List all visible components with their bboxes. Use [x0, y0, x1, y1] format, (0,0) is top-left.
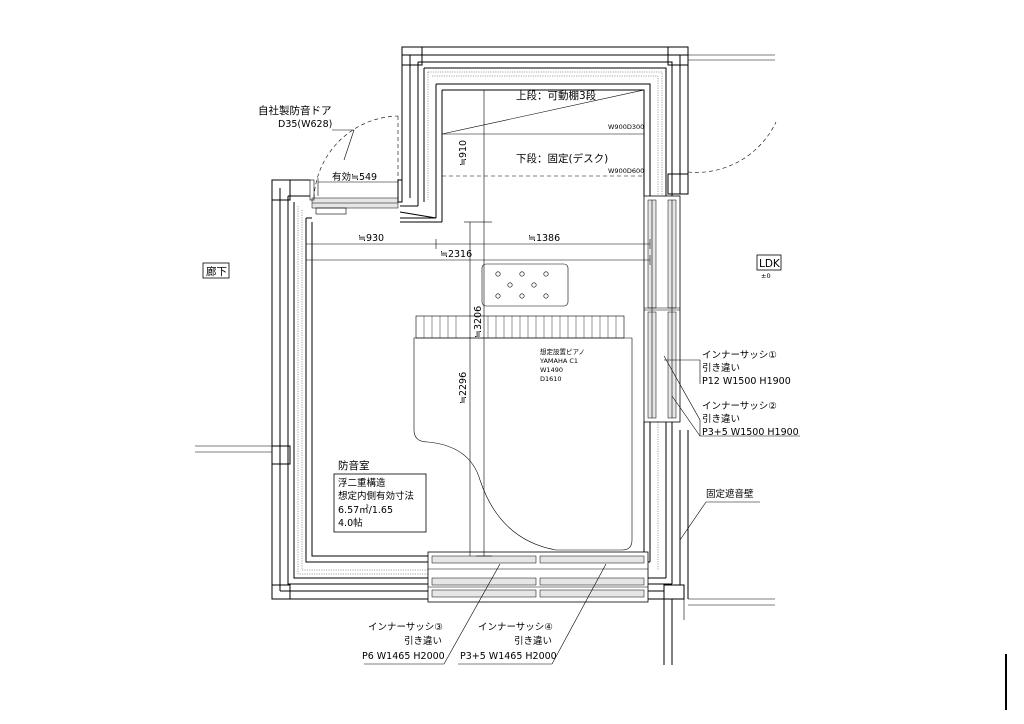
dim-2316-label: ≒2316	[440, 249, 472, 260]
room-line3-label: 6.57㎡/1.65	[338, 505, 393, 516]
room-line2-label: 想定内側有効寸法	[338, 490, 414, 502]
door-name-label: 自社製防音ドア	[258, 104, 332, 117]
shelf-lower-label: 下段：固定(デスク)	[516, 152, 608, 165]
sash4-spec-label: P3+5 W1465 H2000	[460, 651, 557, 662]
shelf-lower-size-label: W900D600	[608, 167, 644, 175]
corridor-label: 廊下	[206, 265, 227, 278]
sash4-type-label: 引き違い	[514, 635, 552, 647]
dimension-lines	[305, 90, 651, 557]
inner-sash-right	[643, 195, 681, 423]
sash3-name-label: インナーサッシ③	[368, 622, 443, 633]
dim-3206-label: ≒3206	[473, 306, 484, 338]
room-name-label: 防音室	[338, 459, 370, 472]
shelf-upper-label: 上段：可動棚3段	[516, 89, 597, 102]
room-spec-box	[333, 473, 427, 533]
piano-w-label: W1490	[540, 366, 563, 374]
sash2-name-label: インナーサッシ②	[702, 401, 777, 412]
sash3-type-label: 引き違い	[404, 635, 442, 647]
door-effective-label: 有効≒549	[332, 171, 377, 183]
existing-door-swing	[687, 121, 777, 173]
piano-d-label: D1610	[540, 375, 562, 383]
dim-910-label: ≒910	[458, 140, 469, 166]
inner-sash-bottom	[427, 551, 649, 603]
shelves	[441, 89, 645, 177]
sash1-type-label: 引き違い	[702, 362, 740, 374]
ldk-level-label: ±0	[761, 272, 771, 280]
room-line4-label: 4.0帖	[338, 517, 363, 529]
piano	[413, 263, 633, 551]
piano-title-label: 想定設置ピアノ	[540, 347, 585, 356]
dim-930-label: ≒930	[358, 233, 384, 244]
sash2-spec-label: P3+5 W1500 H1900	[702, 427, 799, 438]
dim-1386-label: ≒1386	[528, 233, 560, 244]
soundproof-room-walls	[287, 61, 673, 585]
room-line1-label: 浮二重構造	[338, 477, 386, 489]
sash1-name-label: インナーサッシ①	[702, 350, 777, 361]
soundproof-door	[309, 115, 403, 215]
sash2-type-label: 引き違い	[702, 413, 740, 425]
leader-lines	[332, 129, 800, 665]
corridor-label-box	[202, 262, 230, 279]
shelf-upper-size-label: W900D300	[608, 123, 644, 131]
ldk-label-box	[756, 254, 782, 271]
piano-model-label: YAMAHA C1	[539, 357, 578, 365]
door-spec-label: D35(W628)	[278, 119, 332, 130]
sash1-spec-label: P12 W1500 H1900	[702, 376, 791, 387]
dim-2296-label: ≒2296	[458, 372, 469, 404]
sash4-name-label: インナーサッシ④	[478, 622, 553, 633]
ldk-label: LDK	[759, 258, 781, 270]
sash3-spec-label: P6 W1465 H2000	[362, 651, 445, 662]
fixed-wall-label: 固定遮音壁	[706, 488, 754, 500]
